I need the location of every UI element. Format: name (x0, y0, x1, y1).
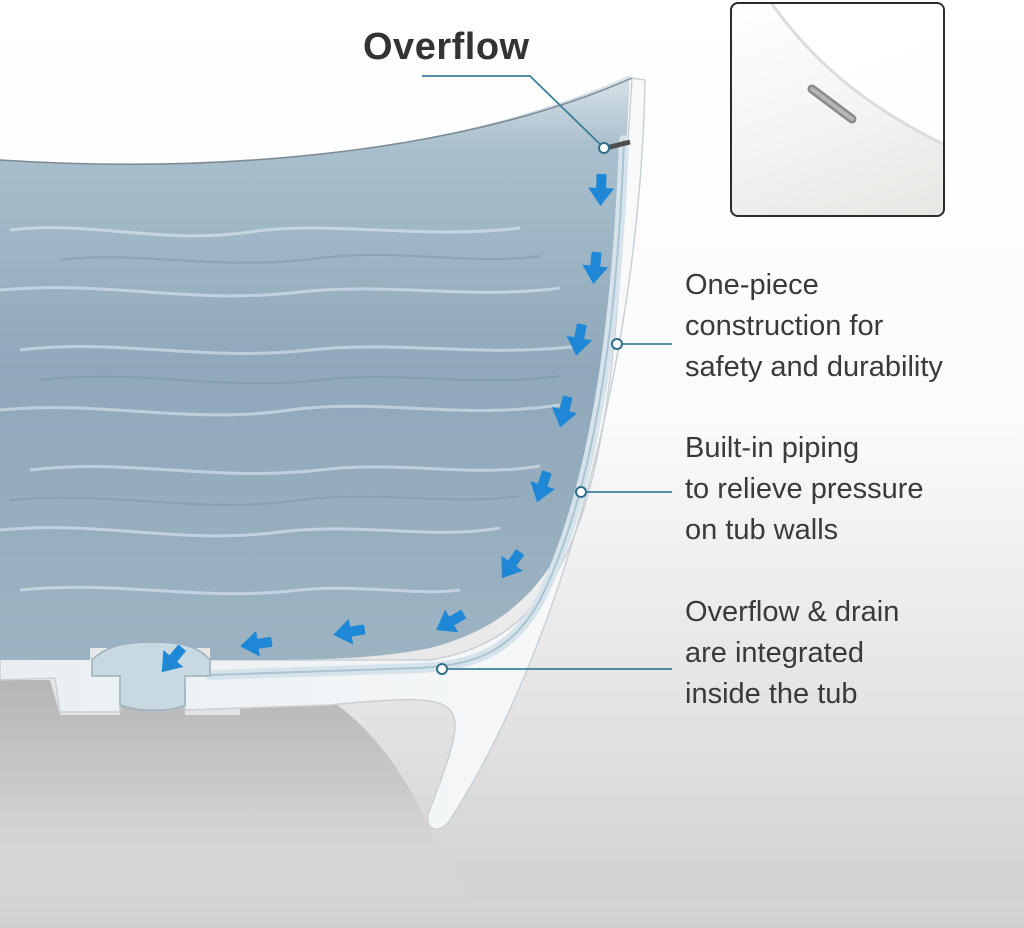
tub-rim (0, 77, 633, 165)
callout-line: Overflow & drain (685, 596, 900, 628)
callout-line: on tub walls (685, 514, 839, 546)
callout-line: inside the tub (685, 678, 858, 710)
callout-line: Built-in piping (685, 432, 860, 464)
leader-dot (436, 663, 448, 675)
leader-overflow (422, 75, 605, 149)
callout-built-in-piping: Built-in piping to relieve pressure on t… (685, 428, 924, 551)
tub-base (0, 660, 1024, 928)
tub-outer-wall (0, 77, 646, 830)
water-ripples (0, 226, 581, 596)
water-body (0, 75, 630, 660)
overflow-slot-icon (807, 84, 857, 124)
leader-lines (422, 75, 672, 670)
drain-fitting (91, 641, 211, 711)
overflow-pipe (605, 139, 631, 151)
callout-overflow-drain: Overflow & drain are integrated inside t… (685, 592, 899, 715)
callout-one-piece: One-piece construction for safety and du… (685, 265, 943, 388)
leader-dot (598, 142, 610, 154)
overflow-title: Overflow (363, 26, 530, 68)
callout-line: construction for (685, 310, 884, 342)
leader-dots (436, 142, 623, 675)
callout-line: safety and durability (685, 351, 943, 383)
callout-line: One-piece (685, 269, 819, 301)
overflow-detail-inset (730, 2, 945, 217)
callout-line: to relieve pressure (685, 473, 924, 505)
leader-dot (575, 486, 587, 498)
callout-line: are integrated (685, 637, 864, 669)
leader-dot (611, 338, 623, 350)
